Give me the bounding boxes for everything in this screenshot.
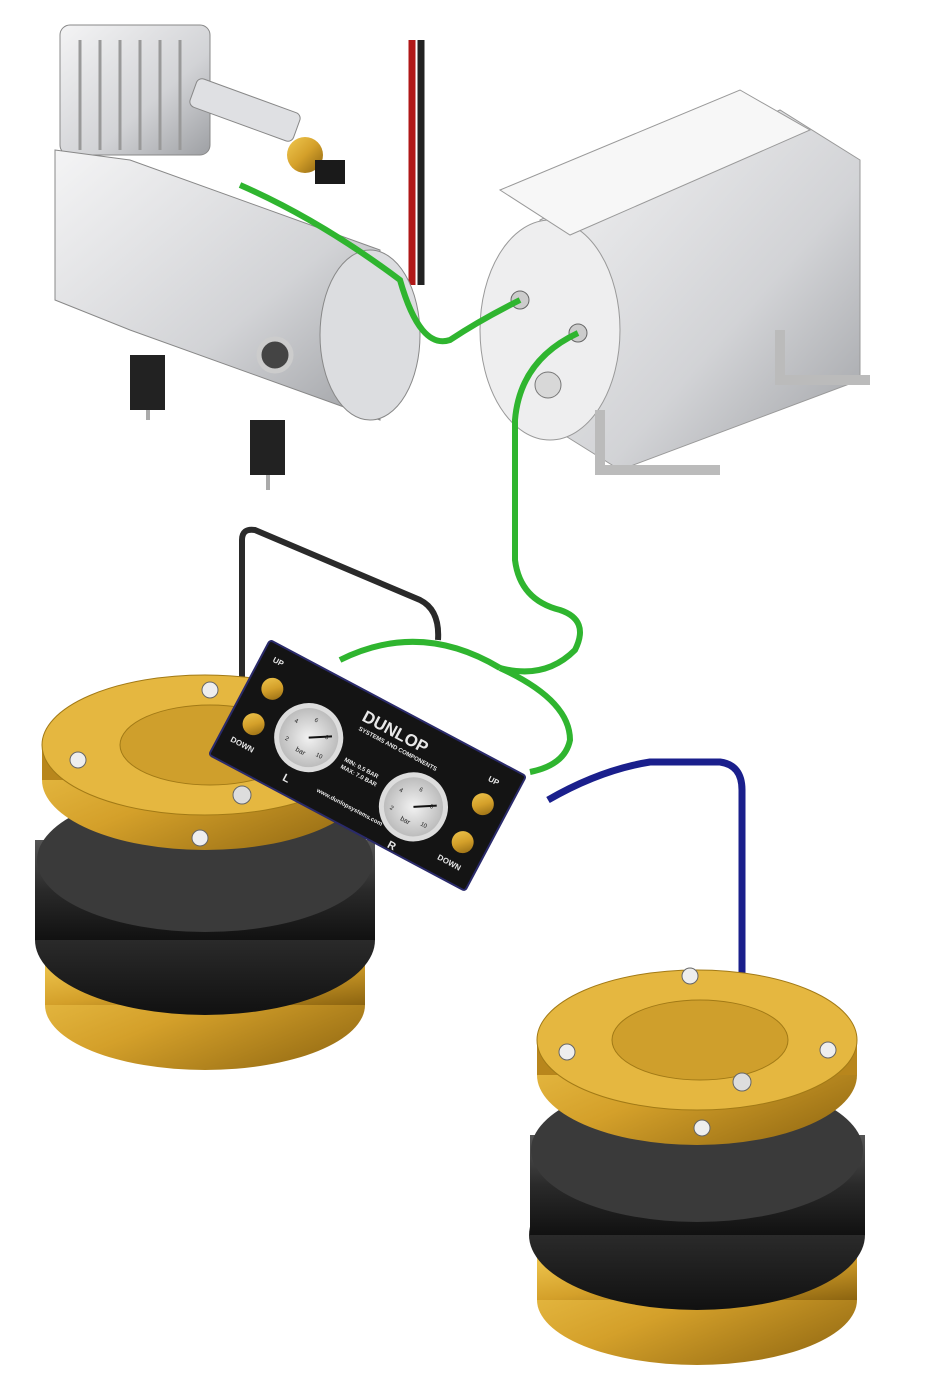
- svg-text:bar: bar: [294, 746, 307, 757]
- gauge-tick-label: 2: [388, 805, 394, 812]
- svg-text:bar: bar: [399, 816, 412, 827]
- power-wires: [408, 40, 425, 285]
- compressor: [54, 24, 421, 490]
- gauge-tick-label: 8: [324, 735, 330, 742]
- gauge-tick-label: 10: [314, 752, 323, 761]
- gauge-tick-label: 6: [418, 787, 424, 794]
- gauge-left-label: L: [280, 772, 292, 786]
- gauge-tick-label: 4: [293, 718, 299, 725]
- pressure-switch: [189, 78, 345, 184]
- air-tank: [479, 89, 870, 475]
- right-air-spring: [529, 967, 865, 1365]
- gauge-tick-label: 8: [428, 804, 434, 811]
- supply-hoses: [238, 182, 583, 775]
- left-gauge: bar L 2 4 6 8 10: [274, 703, 344, 786]
- right-spring-hose: [546, 758, 746, 1075]
- gauge-tick-label: 10: [419, 822, 428, 831]
- gauge-tick-label: 6: [313, 718, 319, 725]
- gauge-tick-label: 2: [284, 736, 290, 743]
- gauge-tick-label: 4: [398, 788, 404, 795]
- left-spring-hose: [239, 526, 442, 790]
